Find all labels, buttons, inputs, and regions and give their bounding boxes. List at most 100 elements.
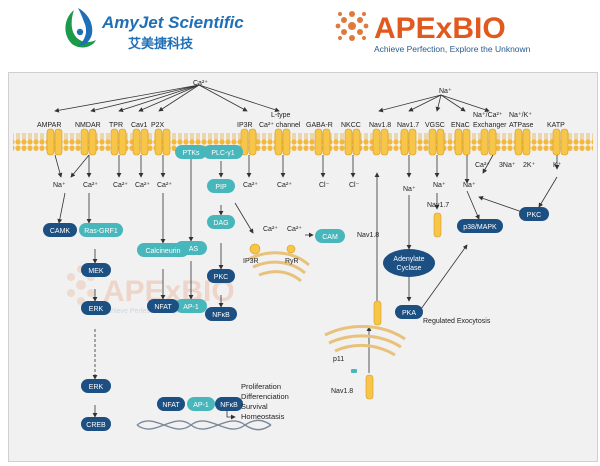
label-gabar: GABA-R <box>306 122 333 129</box>
ion-cl-gabar: Cl⁻ <box>319 182 330 189</box>
label-p2x: P2X <box>151 122 165 129</box>
svg-text:Calcineurin: Calcineurin <box>145 248 180 255</box>
label-vgsc: VGSC <box>425 122 445 129</box>
node-p38-mapk: p38/MAPK <box>457 219 503 233</box>
channel-labels: AMPAR NMDAR TPR Cav1 P2X IP3R L-type Ca²… <box>37 112 565 129</box>
pathway-panel: APExBIO Achieve Perfection, Explore the … <box>8 72 598 462</box>
svg-text:NFAT: NFAT <box>162 402 180 409</box>
label-regulated-exocytosis: Regulated Exocytosis <box>423 318 491 325</box>
node-plc: PLC-γ1 <box>203 145 243 159</box>
signaling-nodes: CAMK Ras-GRF1 MEK ERK ERK CREB PTKs PLC-… <box>43 145 549 431</box>
node-camk: CAMK <box>43 223 77 237</box>
channel-gabar <box>314 128 331 156</box>
svg-text:MEK: MEK <box>88 268 104 275</box>
ion-cl-nkcc: Cl⁻ <box>349 182 360 189</box>
apexbio-name: APExBIO <box>374 12 506 45</box>
svg-text:Cyclase: Cyclase <box>397 265 422 272</box>
channel-ltype <box>274 128 291 156</box>
channel-p2x <box>154 128 171 156</box>
svg-text:NFAT: NFAT <box>154 304 172 311</box>
intracellular-ions: Na⁺ Ca²⁺ Ca²⁺ Ca²⁺ Ca²⁺ Ca²⁺ Ca²⁺ Cl⁻ Cl… <box>53 162 562 233</box>
svg-text:RAS: RAS <box>184 246 199 253</box>
channel-ampar <box>46 128 63 156</box>
vesicle-membrane <box>324 325 406 357</box>
node-nfat-bottom: NFAT <box>157 397 185 411</box>
node-erk-2: ERK <box>81 379 111 393</box>
pathway-diagram: APExBIO Achieve Perfection, Explore the … <box>13 80 593 431</box>
node-nfkb: NFκB <box>205 307 237 321</box>
ion-na-ampar: Na⁺ <box>53 182 66 189</box>
label-nav17-vesicle: Nav1.7 <box>427 202 449 209</box>
outcome-list: Proliferation Differenciation Survival H… <box>241 382 289 421</box>
channel-nkcc <box>344 128 361 156</box>
svg-text:CAM: CAM <box>322 234 338 241</box>
label-p11: p11 <box>333 356 344 363</box>
node-creb: CREB <box>81 417 111 431</box>
svg-text:Ras-GRF1: Ras-GRF1 <box>84 228 118 235</box>
amyjet-chinese-name: 艾美捷科技 <box>128 36 194 51</box>
vesicle-channels <box>351 212 442 400</box>
label-ltype-channel: Ca²⁺ channel <box>259 122 301 129</box>
membrane-channels <box>46 128 569 156</box>
channel-nmdar <box>80 128 97 156</box>
ion-na-vgsc: Na⁺ <box>433 182 446 189</box>
apexbio-emblem-icon <box>335 11 369 41</box>
channel-vgsc <box>428 128 445 156</box>
label-nav17: Nav1.7 <box>397 122 419 129</box>
label-trp: TPR <box>109 122 123 129</box>
channel-trp <box>110 128 127 156</box>
svg-text:AP-1: AP-1 <box>193 402 209 409</box>
dna-helix-icon <box>136 419 272 431</box>
ion-ca-ltype: Ca²⁺ <box>277 182 292 189</box>
amyjet-logo: AmyJet Scientific 艾美捷科技 <box>56 4 256 64</box>
node-calcineurin: Calcineurin <box>137 243 189 257</box>
label-atpase-1: Na⁺/K⁺ <box>509 112 532 119</box>
p11-icon <box>351 369 357 373</box>
outcome-proliferation: Proliferation <box>241 382 281 391</box>
svg-text:ERK: ERK <box>89 306 104 313</box>
svg-text:PKC: PKC <box>214 274 228 281</box>
label-katp: KATP <box>547 122 565 129</box>
label-ip3r-er: IP3R <box>243 258 259 265</box>
node-ap1: AP-1 <box>175 299 207 313</box>
ion-2k-atpase: 2K⁺ <box>523 162 536 169</box>
na-extracellular-label: Na⁺ <box>439 88 452 95</box>
svg-text:PKC: PKC <box>527 212 541 219</box>
svg-text:NFκB: NFκB <box>212 312 230 319</box>
node-pip: PIP <box>207 179 235 193</box>
nav17-vesicle-icon <box>433 212 442 238</box>
label-nav18-membrane: Nav1.8 <box>331 388 353 395</box>
node-pkc-right: PKC <box>519 207 549 221</box>
svg-text:CREB: CREB <box>86 422 106 429</box>
ion-ca-ip3r: Ca²⁺ <box>243 182 258 189</box>
outcome-differenciation: Differenciation <box>241 392 289 401</box>
ion-ca-er-right: Ca²⁺ <box>287 226 302 233</box>
ca-extracellular-label: Ca²⁺ <box>193 80 208 87</box>
ip3r-er-icon <box>249 243 261 255</box>
node-nfat: NFAT <box>147 299 179 313</box>
label-exchanger-2: Exchanger <box>473 122 507 129</box>
ion-ca-trp: Ca²⁺ <box>113 182 128 189</box>
svg-text:AP-1: AP-1 <box>183 304 199 311</box>
svg-text:PLC-γ1: PLC-γ1 <box>211 150 234 157</box>
amyjet-emblem-icon <box>65 8 96 48</box>
ion-na-nav17: Na⁺ <box>403 186 416 193</box>
svg-text:Adenylate: Adenylate <box>393 256 424 263</box>
amyjet-name: AmyJet Scientific <box>101 13 244 32</box>
channel-nav18 <box>372 128 389 156</box>
label-nkcc: NKCC <box>341 122 361 129</box>
apexbio-logo: APExBIO Achieve Perfection, Explore the … <box>330 4 580 64</box>
node-erk-1: ERK <box>81 301 111 315</box>
label-enac: ENaC <box>451 122 470 129</box>
svg-text:NFκB: NFκB <box>220 402 238 409</box>
svg-text:ERK: ERK <box>89 384 104 391</box>
node-cam: CAM <box>315 229 345 243</box>
node-ptks: PTKs <box>175 145 207 159</box>
vesicle-labels: Nav1.8 Nav1.7 p11 Nav1.8 Regulated Exocy… <box>331 202 491 395</box>
outcome-survival: Survival <box>241 402 268 411</box>
plasma-membrane <box>13 133 593 151</box>
channel-exchanger <box>480 128 497 156</box>
channel-enac <box>454 128 471 156</box>
nav18-membrane-icon <box>365 374 374 400</box>
